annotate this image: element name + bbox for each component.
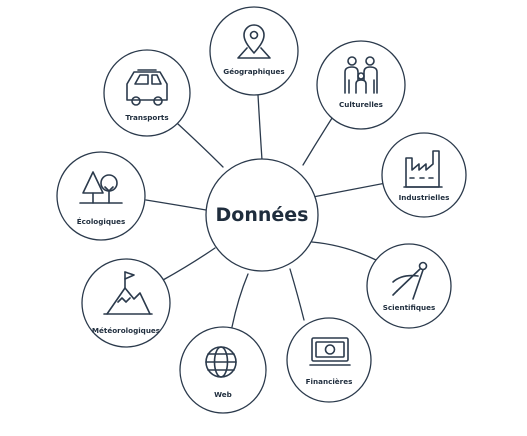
node-circle [316,40,406,130]
node-circle [209,6,299,96]
center-node: Données [205,158,319,272]
connector-transports [177,123,224,168]
connector-scientifiques [311,241,377,261]
compass-icon [392,261,428,300]
node-transports: Transports [103,49,191,137]
map-pin-icon [237,24,271,59]
connector-industrielles [312,182,387,198]
node-circle [286,317,372,403]
node-circle [81,258,171,348]
node-label: Industrielles [399,193,450,202]
connector-financieres [289,268,305,321]
banknote-icon [309,337,351,366]
node-label: Web [214,390,232,399]
node-label: Géographiques [223,67,284,76]
connector-web [231,273,249,328]
car-icon [126,69,168,106]
node-culturelles: Culturelles [316,40,406,130]
node-label: Financières [306,377,353,386]
node-circle [103,49,191,137]
connector-ecologiques [145,199,207,211]
node-meteorologiques: Météorologiques [81,258,171,348]
node-circle [381,132,467,218]
node-financieres: Financières [286,317,372,403]
node-label: Culturelles [339,100,383,109]
center-circle [205,158,319,272]
node-label: Transports [125,113,168,122]
factory-icon [403,150,443,188]
node-label: Écologiques [77,217,126,226]
node-circle [366,243,452,329]
node-label: Scientifiques [383,303,436,312]
node-geographiques: Géographiques [209,6,299,96]
node-web: Web [179,326,267,414]
connector-culturelles [302,114,335,166]
node-industrielles: Industrielles [381,132,467,218]
connectors [145,94,387,328]
connector-meteorologiques [162,247,216,281]
node-scientifiques: Scientifiques [366,243,452,329]
node-label: Météorologiques [92,326,160,335]
node-circle [56,151,146,241]
center-label: Données [216,204,309,226]
connector-geographiques [257,94,263,161]
node-ecologiques: Écologiques [56,151,146,241]
family-icon [344,56,378,94]
trees-icon [79,171,123,204]
mountain-flag-icon [103,271,153,315]
globe-icon [205,346,237,378]
